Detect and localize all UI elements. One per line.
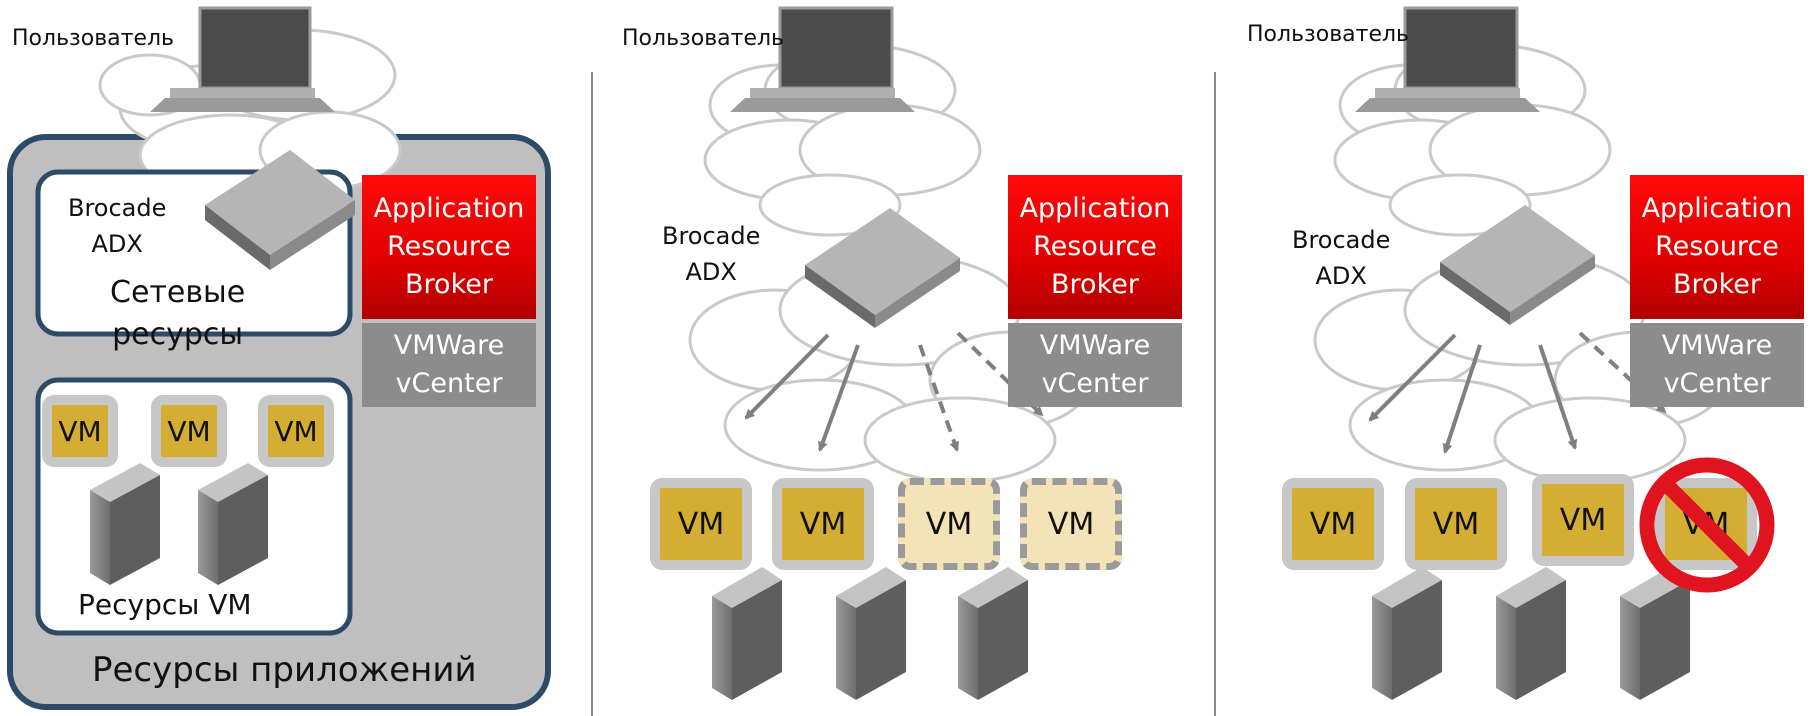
- arrow-icon: [744, 333, 830, 420]
- server-icon: [836, 567, 906, 700]
- application-resource-broker: Application Resource Broker: [362, 175, 536, 319]
- panel-2: [688, 6, 1092, 700]
- laptop-icon: [730, 6, 915, 112]
- server-icon: [90, 463, 160, 585]
- vm-box: VM: [650, 478, 752, 570]
- adx-label-line1: Brocade: [68, 194, 167, 222]
- arb-line2: Resource: [1033, 231, 1157, 262]
- vmware-vcenter: VMWare vCenter: [1630, 323, 1804, 407]
- server-icon: [1496, 567, 1566, 700]
- adx-label-line2: ADX: [91, 230, 143, 258]
- vcenter-line1: VMWare: [1661, 330, 1773, 361]
- user-label: Пользователь: [12, 26, 175, 51]
- vm-box: VM: [1405, 478, 1507, 570]
- switch-icon: [205, 150, 355, 270]
- adx-label-line1: Brocade: [1292, 226, 1391, 254]
- vm-box-pending: VM: [1020, 478, 1122, 570]
- vm-box: VM: [151, 395, 227, 467]
- adx-label-line2: ADX: [1315, 262, 1367, 290]
- vm-box: VM: [1282, 478, 1384, 570]
- arb-line1: Application: [373, 193, 525, 224]
- application-resource-broker: Application Resource Broker: [1630, 175, 1804, 319]
- switch-icon: [1440, 205, 1595, 325]
- vm-box: VM: [258, 395, 334, 467]
- arrow-icon: [1368, 333, 1457, 422]
- arb-line1: Application: [1641, 193, 1793, 224]
- user-label: Пользователь: [1247, 22, 1410, 47]
- arb-line3: Broker: [1051, 269, 1139, 300]
- arb-line2: Resource: [1655, 231, 1779, 262]
- network-resources-label: Сетевые ресурсы: [110, 272, 245, 356]
- vcenter-line1: VMWare: [1039, 330, 1151, 361]
- vm-box: VM: [42, 395, 118, 467]
- vm-box: VM: [1532, 474, 1634, 566]
- network-resources-line1: Сетевые: [110, 275, 246, 310]
- arb-line3: Broker: [405, 269, 493, 300]
- adx-label-line2: ADX: [685, 258, 737, 286]
- vm-box-pending: VM: [898, 478, 1000, 570]
- server-icon: [958, 567, 1028, 700]
- vcenter-line2: vCenter: [395, 368, 503, 399]
- adx-label: Brocade ADX: [662, 218, 760, 290]
- vmware-vcenter: VMWare vCenter: [362, 323, 536, 407]
- arrow-icon: [818, 344, 860, 452]
- laptop-icon: [1355, 6, 1540, 112]
- vmware-vcenter: VMWare vCenter: [1008, 323, 1182, 407]
- adx-label-line1: Brocade: [662, 222, 761, 250]
- arrow-icon: [1442, 344, 1482, 454]
- arrow-icon: [1538, 344, 1578, 450]
- cloud-icon: [688, 253, 1092, 484]
- app-resources-label: Ресурсы приложений: [92, 650, 477, 690]
- switch-icon: [805, 208, 960, 328]
- application-resource-broker: Application Resource Broker: [1008, 175, 1182, 319]
- forbidden-icon: [1639, 457, 1775, 593]
- arb-line3: Broker: [1673, 269, 1761, 300]
- user-label: Пользователь: [622, 26, 785, 51]
- server-icon: [1620, 567, 1690, 700]
- laptop-icon: [150, 6, 335, 112]
- adx-label: Brocade ADX: [68, 190, 166, 262]
- server-icon: [712, 567, 782, 700]
- vcenter-line2: vCenter: [1663, 368, 1771, 399]
- arb-line1: Application: [1019, 193, 1171, 224]
- arb-line2: Resource: [387, 231, 511, 262]
- server-icon: [1372, 567, 1442, 700]
- vm-box: VM: [772, 478, 874, 570]
- vcenter-line2: vCenter: [1041, 368, 1149, 399]
- vm-resources-label: Ресурсы VM: [78, 588, 252, 621]
- server-icon: [198, 463, 268, 585]
- adx-label: Brocade ADX: [1292, 222, 1390, 294]
- network-resources-line2: ресурсы: [112, 317, 244, 352]
- vcenter-line1: VMWare: [393, 330, 505, 361]
